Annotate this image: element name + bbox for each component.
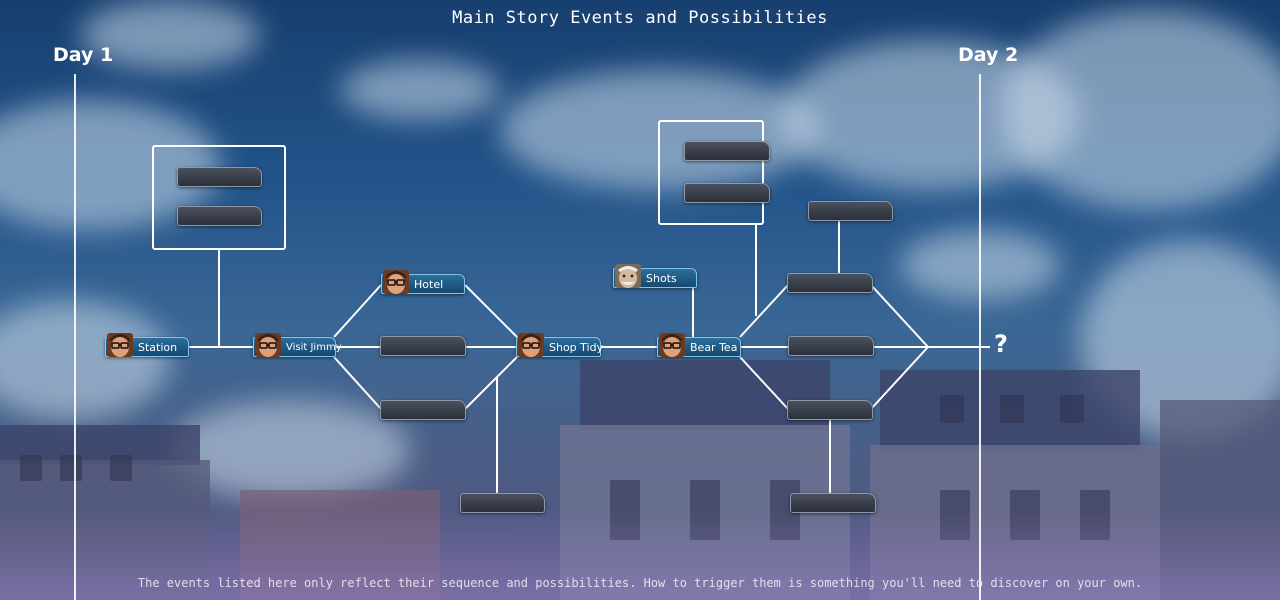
glasses-man-avatar-icon	[659, 333, 685, 357]
event-label: Shop Tidy	[549, 341, 604, 354]
event-node-bear-tea[interactable]: Bear Tea	[657, 333, 741, 357]
locked-event-node[interactable]	[177, 206, 262, 226]
event-label: Bear Tea	[690, 341, 738, 354]
cloud	[340, 60, 500, 120]
event-node-station[interactable]: Station	[105, 333, 189, 357]
locked-event-node[interactable]	[790, 493, 876, 513]
cloud	[500, 70, 820, 190]
locked-event-node[interactable]	[460, 493, 545, 513]
event-node-shots[interactable]: Shots	[613, 264, 697, 288]
locked-event-node[interactable]	[684, 141, 770, 161]
page-title: Main Story Events and Possibilities	[452, 8, 828, 28]
glasses-man-avatar-icon	[383, 270, 409, 294]
window	[110, 455, 132, 481]
locked-event-node[interactable]	[380, 400, 466, 420]
glasses-man-avatar-icon	[255, 333, 281, 357]
event-label: Visit Jimmy	[286, 342, 342, 353]
locked-event-node[interactable]	[787, 273, 873, 293]
cloud	[1000, 10, 1280, 210]
event-node-hotel[interactable]: Hotel	[381, 270, 465, 294]
day-2-label: Day 2	[958, 44, 1019, 66]
event-label: Station	[138, 341, 178, 354]
glasses-man-avatar-icon	[107, 333, 133, 357]
day-1-label: Day 1	[53, 44, 114, 66]
window	[20, 455, 42, 481]
day-1-locked-group	[152, 145, 286, 250]
event-label: Hotel	[414, 278, 444, 291]
event-node-visit-jimmy[interactable]: Visit Jimmy	[253, 333, 342, 357]
locked-event-node[interactable]	[788, 336, 874, 356]
cloud	[80, 0, 260, 70]
cloud	[0, 300, 170, 420]
locked-event-node[interactable]	[808, 201, 893, 221]
cloud	[170, 400, 410, 500]
unknown-outcome-marker: ?	[994, 330, 1008, 358]
window	[1060, 395, 1084, 423]
window	[1000, 395, 1024, 423]
bear-avatar-icon	[615, 264, 641, 288]
bottom-haze	[0, 510, 1280, 600]
window	[940, 395, 964, 423]
event-label: Shots	[646, 272, 677, 285]
locked-event-node[interactable]	[684, 183, 770, 203]
event-node-shop-tidy[interactable]: Shop Tidy	[516, 333, 604, 357]
locked-event-node[interactable]	[380, 336, 466, 356]
window	[60, 455, 82, 481]
glasses-man-avatar-icon	[518, 333, 544, 357]
locked-event-node[interactable]	[177, 167, 262, 187]
locked-event-node[interactable]	[787, 400, 873, 420]
day-2-locked-group	[658, 120, 770, 225]
footer-hint: The events listed here only reflect thei…	[137, 576, 1143, 590]
